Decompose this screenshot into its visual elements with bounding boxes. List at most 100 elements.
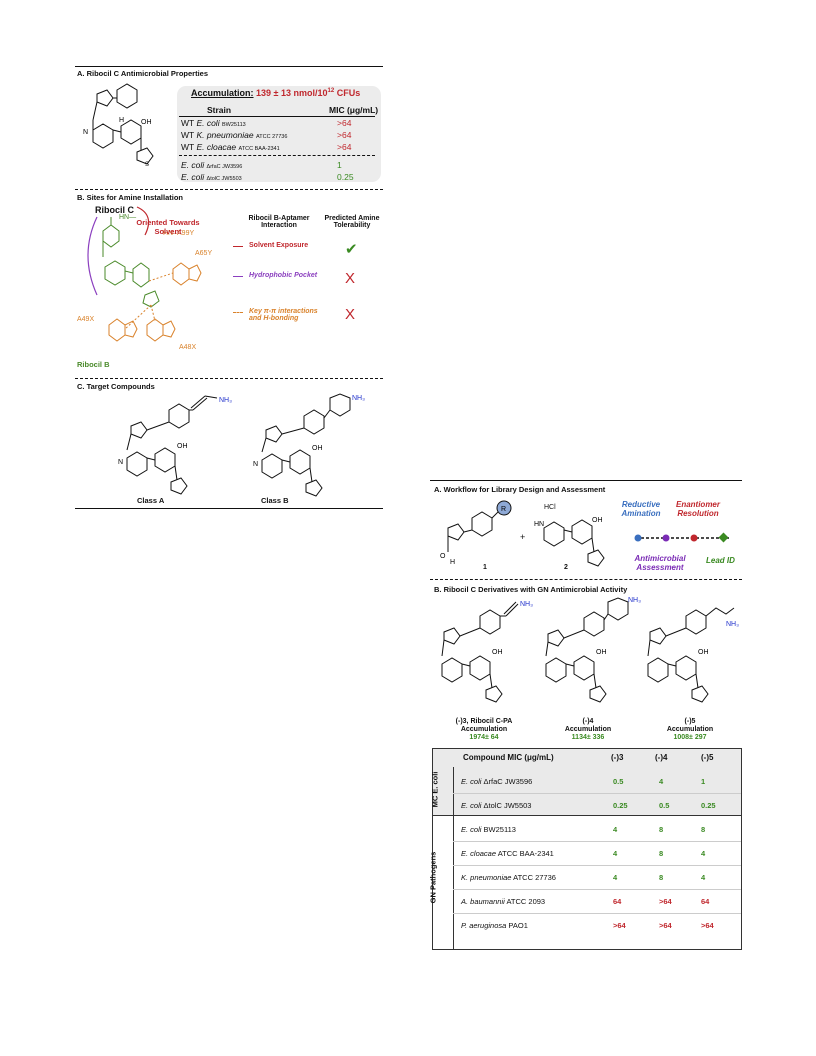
mic-row-organism: P. aeruginosa [461, 921, 507, 930]
accumulation-value: 1008± 297 [673, 734, 707, 741]
strain-id: ΔrfaC JW3596 [206, 164, 243, 170]
accumulation-label: Accumulation [460, 726, 508, 733]
class-b-amine: NH₃ [352, 395, 365, 402]
mic-value: 4 [613, 849, 618, 858]
mic-row-organism: A. baumannii [461, 897, 505, 906]
compound-3-structure: NH₃ OH [441, 601, 533, 703]
n-atom: N [83, 129, 88, 136]
aldehyde-1-structure: R O H [440, 500, 512, 566]
x-mark-icon: X [345, 270, 356, 287]
ribocil-mic-row: E. coli ΔtolC JW5503 [181, 172, 242, 182]
strain-prefix: WT [181, 118, 197, 128]
amine-2-structure: HN OH [534, 517, 605, 567]
strain-id: ATCC 27736 [256, 134, 288, 140]
mc-group-band [433, 767, 741, 816]
group-divider [453, 767, 454, 949]
step-enantiomer-resolution: Enantiomer Resolution [675, 500, 720, 518]
strain-id: BW25113 [221, 122, 246, 128]
mic-value: >64 [659, 897, 672, 906]
strain-prefix: WT [181, 142, 197, 152]
mic-value: 0.5 [613, 777, 624, 786]
mic-row-detail: ATCC 27736 [513, 873, 556, 882]
properties-panel [177, 86, 381, 182]
top-rule [75, 66, 383, 67]
mic-value: >64 [337, 130, 352, 140]
strain-name: E. cloacae [196, 142, 237, 152]
accumulation-value: 1134± 336 [571, 734, 605, 741]
head-c5: (-)5 [701, 753, 714, 762]
step-dot-assessment [662, 534, 670, 542]
amine-oh: OH [592, 517, 603, 524]
mic-value: >64 [337, 142, 352, 152]
strain-id: ΔtolC JW5503 [206, 176, 242, 182]
class-b-structure: NH₃ N OH [253, 393, 365, 497]
mic-row-strain: K. pneumoniae ATCC 27736 [461, 873, 556, 882]
h-atom: H [119, 117, 124, 124]
mic-row-strain: E. coli ΔrfaC JW3596 [461, 777, 532, 786]
mic-value: 8 [659, 873, 664, 882]
c4-amine: NH₃ [628, 597, 641, 604]
strain-name: E. coli [181, 160, 205, 170]
x-mark-icon: X [345, 306, 356, 323]
ribocil-b-label: Ribocil B [77, 360, 110, 369]
mic-value: >64 [701, 921, 714, 930]
mic-row-detail: PAO1 [508, 921, 528, 930]
class-b-oh: OH [312, 445, 323, 452]
c5-oh: OH [698, 649, 709, 656]
right-figure: A. Workflow for Library Design and Asses… [428, 478, 744, 958]
site-legend-dash [233, 312, 243, 313]
hcl-label: HCl [544, 504, 556, 511]
sectionA-header: A. Ribocil C Antimicrobial Properties [77, 69, 208, 78]
mic-row-detail: BW25113 [483, 825, 516, 834]
mic-row-detail: ΔtolC JW5503 [483, 801, 532, 810]
strain-name: K. pneumoniae [196, 130, 254, 140]
sectionB-rule [75, 189, 383, 190]
class-b-label: Class B [261, 496, 289, 505]
head-c3: (-)3 [611, 753, 624, 762]
mic-row-strain: E. cloacae ATCC BAA-2341 [461, 849, 554, 858]
mic-row-detail: ΔrfaC JW3596 [483, 777, 533, 786]
step-antimicrobial-assessment: Antimicrobial Assessment [634, 554, 686, 572]
mic-row-organism: E. coli [461, 777, 482, 786]
strain-name: E. coli [196, 118, 220, 128]
mic-value: >64 [337, 118, 352, 128]
compound-name: (-)3, Ribocil C-PA [455, 718, 513, 725]
interaction-col-header: Ribocil B-Aptamer Interaction [248, 215, 310, 229]
tolerability-col-header: Predicted Amine Tolerability [324, 215, 380, 229]
mic-value: 4 [701, 849, 706, 858]
mic-value: 1 [701, 777, 706, 786]
mic-row-divider [453, 865, 741, 866]
s-atom: S [145, 162, 149, 168]
mic-row-divider [453, 913, 741, 914]
mic-row-organism: E. coli [461, 825, 482, 834]
mic-value: 1 [337, 160, 342, 170]
mic-value: 4 [701, 873, 706, 882]
compound-4-structure: NH₃ OH [545, 597, 641, 703]
strain-prefix: WT [181, 130, 197, 140]
c3-amine: NH₃ [520, 601, 533, 608]
compound-name: (-)5 [684, 718, 696, 725]
mic-value: 4 [613, 825, 618, 834]
site-legend-dash [233, 246, 243, 247]
mic-value: >64 [613, 921, 626, 930]
head-c4: (-)4 [655, 753, 668, 762]
ribocil-mic-row: WT E. coli BW25113 [181, 118, 246, 128]
accumulation-value: 139 ± 13 nmol/10 [256, 88, 328, 98]
class-a-amine: NH₃ [219, 397, 232, 404]
workflow-header: A. Workflow for Library Design and Asses… [434, 485, 606, 494]
step-dot-amination [634, 534, 642, 542]
group-mc-ecoli: MC E. coli [430, 771, 440, 808]
c4-oh: OH [596, 649, 607, 656]
mic-row-strain: E. coli ΔtolC JW5503 [461, 801, 531, 810]
mic-row-divider [453, 841, 741, 842]
mic-value: 4 [659, 777, 664, 786]
residue-a99y: HN–A99Y [163, 230, 194, 237]
step-reductive-amination: Reductive Amination [621, 500, 661, 518]
site-label: Key π-π interactions and H-bonding [249, 308, 318, 322]
class-a-oh: OH [177, 443, 188, 450]
right-top-rule [430, 480, 742, 481]
mic-row-organism: K. pneumoniae [461, 873, 512, 882]
class-a-n: N [118, 459, 123, 466]
mic-value: 8 [701, 825, 706, 834]
workflow-line [634, 532, 730, 543]
